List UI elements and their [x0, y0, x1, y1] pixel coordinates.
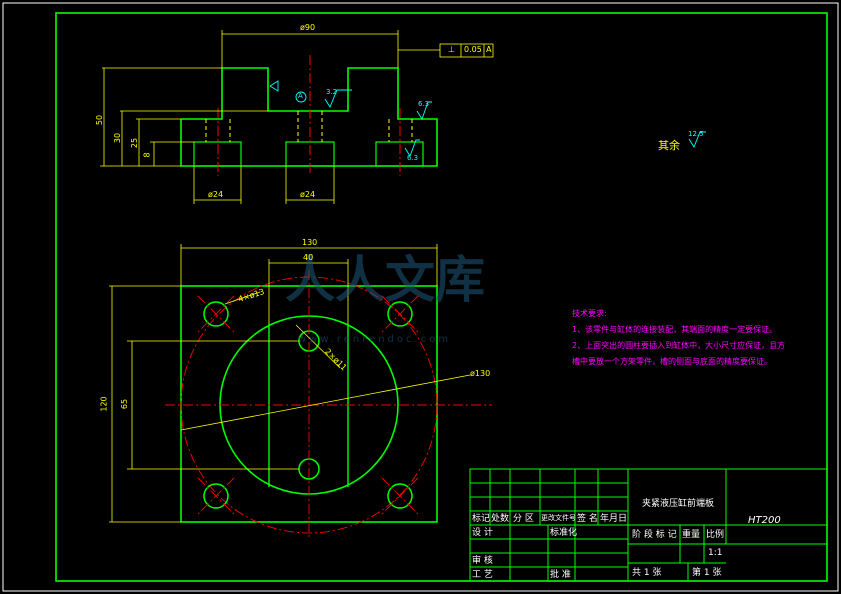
corner-hole-tl — [203, 301, 229, 327]
datum-label: A — [298, 92, 303, 100]
front-view — [100, 30, 706, 204]
tech-item-3: 槽中要放一个方架零件，槽的侧面与底面的精度要保证。 — [572, 357, 772, 366]
tb-mark: 标记 — [472, 514, 491, 524]
dim-center-hole: ø24 — [300, 190, 316, 199]
tb-count: 处数 — [491, 514, 510, 524]
dim-top-width: ø90 — [300, 23, 316, 32]
dim-inner-height: 65 — [120, 398, 130, 410]
front-centerlines — [217, 55, 401, 176]
tb-stage-mark: 阶 段 标 记 — [632, 530, 677, 540]
dim-mid-height: 25 — [130, 137, 140, 149]
tb-review: 审 核 — [472, 556, 493, 566]
tolerance-symbol: ⊥ — [448, 45, 455, 54]
roughness-2: 6.3 — [418, 100, 430, 108]
corner-hole-br — [387, 483, 413, 509]
remaining-roughness: 12.5 — [688, 130, 704, 138]
tolerance-frame — [439, 43, 494, 58]
material: HT200 — [748, 515, 781, 526]
dim-total-height: 50 — [95, 114, 105, 126]
top-dim-lines — [109, 244, 471, 523]
corner-hole-tr — [387, 301, 413, 327]
roughness-1: 3.2 — [326, 88, 338, 96]
dim-low-height: 8 — [142, 152, 152, 158]
dim-left-hole: ø24 — [208, 190, 224, 199]
dim-width: 130 — [302, 238, 318, 247]
inner-frame — [55, 12, 828, 582]
roughness-3: 6.3 — [407, 154, 419, 162]
tech-heading: 技术要求: — [572, 309, 607, 318]
top-centerlines — [165, 270, 492, 540]
tb-zone: 分 区 — [513, 514, 534, 524]
dim-pcd: ø130 — [470, 369, 491, 378]
tb-approve: 批 准 — [550, 570, 571, 580]
hidden-lines — [205, 111, 413, 142]
title-block-grid — [469, 468, 828, 582]
tb-sheet-no: 第 1 张 — [692, 568, 722, 578]
tb-standard: 标准化 — [550, 528, 578, 538]
dim-height: 120 — [99, 396, 109, 412]
tech-item-2: 2、上面突出的圆柱要插入到缸体中，大小尺寸应保证，且方 — [572, 341, 786, 350]
tb-sign: 签 名 — [577, 514, 598, 524]
drawing-title: 夹紧液压缸前端板 — [642, 499, 715, 509]
front-outline — [180, 67, 438, 167]
tolerance-value: 0.05 — [464, 45, 482, 54]
tb-ratio: 比例 — [706, 530, 725, 540]
tb-weight: 重量 — [682, 530, 701, 540]
tb-scale: 1:1 — [708, 548, 723, 558]
tb-sheet-total: 共 1 张 — [632, 568, 662, 578]
tb-process: 工 艺 — [472, 570, 493, 580]
dim-inner-width: 40 — [303, 253, 314, 262]
tb-date: 年月日 — [600, 514, 628, 524]
tolerance-datum: A — [486, 45, 492, 54]
watermark-url: www.renrendoc.com — [298, 334, 452, 345]
front-dim-lines — [100, 30, 440, 204]
dim-flange-height: 30 — [113, 132, 123, 144]
tb-doc-no: 更改文件号 — [541, 514, 576, 522]
tb-design: 设 计 — [472, 528, 493, 538]
watermark-logo: 人人文库 — [285, 251, 485, 309]
corner-hole-bl — [203, 483, 229, 509]
tech-item-1: 1、该零件与缸体的连接装配，其端面的精度一定要保证。 — [572, 325, 778, 334]
top-view — [109, 244, 492, 540]
remaining-label: 其余 — [658, 139, 680, 152]
roughness-symbols — [269, 80, 706, 158]
